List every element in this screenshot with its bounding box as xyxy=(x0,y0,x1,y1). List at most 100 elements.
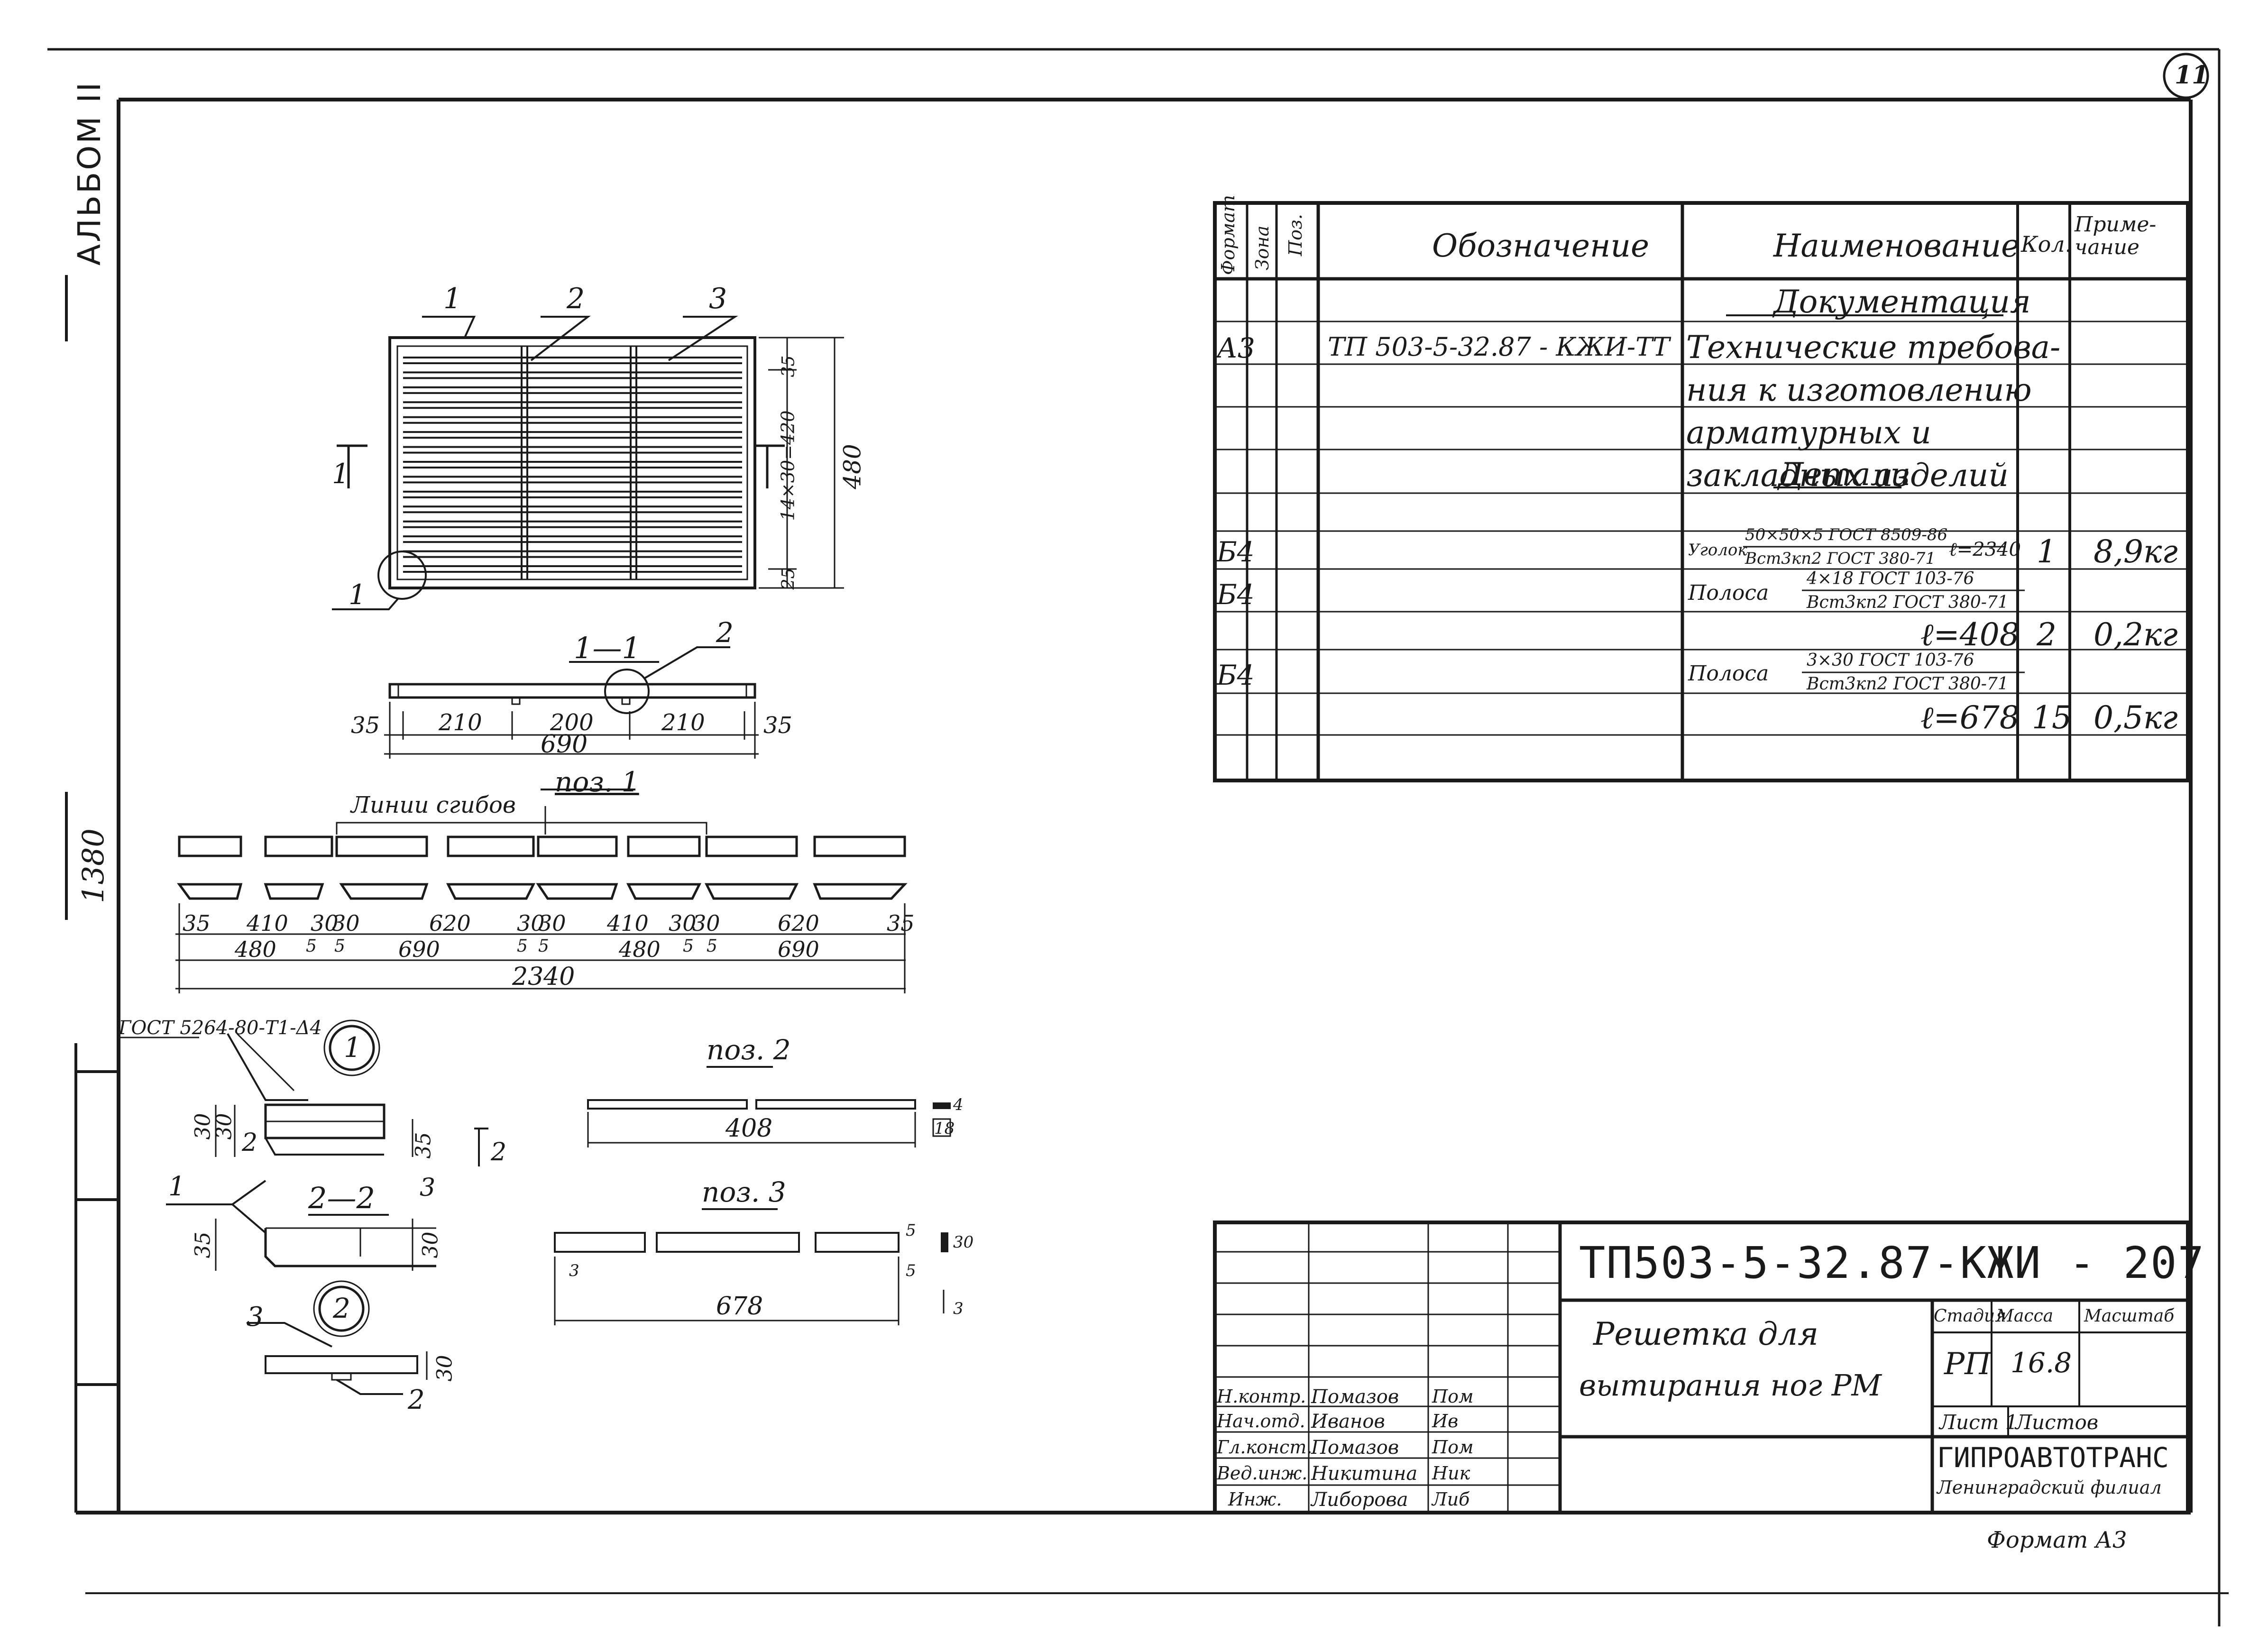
row-3-name: Полоса xyxy=(1688,661,1769,686)
doc-format: А3 xyxy=(1217,332,1255,364)
plan-section-mark: 1 xyxy=(332,458,349,490)
mass-value: 16.8 xyxy=(2011,1347,2072,1379)
plan-leader-2: 2 xyxy=(567,282,585,315)
row-1-qty: 1 xyxy=(2037,533,2057,570)
section-2-2-title: 2—2 xyxy=(308,1181,375,1215)
pos1-bend-label: Линии сгибов xyxy=(351,792,516,818)
side-number: 1380 xyxy=(76,828,110,903)
format-label: Формат А3 xyxy=(1987,1527,2127,1553)
section-1-1-leader: 2 xyxy=(716,616,734,649)
detail-2-leader-3: 3 xyxy=(247,1302,264,1332)
col-name-header: Наименование xyxy=(1773,228,2020,264)
sign-sig-1: Пом xyxy=(1432,1386,1474,1407)
detail-1-section-mark-right: 2 xyxy=(491,1138,507,1166)
sheet-label: Лист 1 xyxy=(1939,1411,2018,1434)
detail-2-circle-number: 2 xyxy=(333,1292,350,1324)
plan-dim-mid: 14×30=420 xyxy=(777,410,799,521)
mass-label: Масса xyxy=(1996,1306,2054,1326)
pos3-dim-3: 3 xyxy=(569,1261,579,1280)
sign-role-4: Вед.инж. xyxy=(1217,1463,1308,1484)
pos1-dim-row2-3: 5 xyxy=(334,936,345,956)
plan-dim-bottom: 25 xyxy=(779,568,799,590)
sign-sig-4: Ник xyxy=(1432,1463,1470,1484)
pos2-dim-width: 18 xyxy=(934,1119,955,1138)
plan-dim-top: 35 xyxy=(779,355,799,377)
sign-name-4: Никитина xyxy=(1311,1463,1418,1485)
section-1-1-dim-5: 35 xyxy=(763,712,793,739)
sign-name-3: Помазов xyxy=(1311,1437,1399,1459)
pos1-dim-row1-6: 30 xyxy=(517,910,545,936)
row-2-spec-bottom: Вст3кп2 ГОСТ 380-71 xyxy=(1807,593,2009,612)
pos3-dim-4: 30 xyxy=(953,1233,974,1252)
pos1-title: поз. 1 xyxy=(555,766,639,798)
stage-value: РП xyxy=(1944,1347,1991,1382)
plan-detail-mark: 1 xyxy=(349,578,366,611)
row-2-note: 0,2кг xyxy=(2094,616,2178,653)
pos1-dim-row2-9: 5 xyxy=(707,936,717,956)
pos3-dim-5: 3 xyxy=(953,1299,964,1318)
detail-1-leader-1: 1 xyxy=(168,1171,185,1202)
row-2-name: Полоса xyxy=(1688,581,1769,605)
detail-1-dim-2: 30 xyxy=(212,1113,237,1140)
scale-label: Масштаб xyxy=(2084,1306,2175,1326)
pos1-dim-row1-9: 30 xyxy=(669,910,697,936)
pos1-dim-row1-7: 30 xyxy=(538,910,566,936)
section-docs: Документация xyxy=(1773,284,2031,320)
stage-label: Стадия xyxy=(1934,1306,2006,1326)
row-3-qty: 15 xyxy=(2032,699,2072,736)
doc-name-line-2: ния к изготовлению xyxy=(1686,372,2032,408)
pos1-dim-row2-1: 480 xyxy=(235,936,276,962)
col-qty-header: Кол. xyxy=(2021,231,2072,257)
section-details: Детали xyxy=(1778,456,1911,493)
pos1-dim-row2-5: 5 xyxy=(517,936,528,956)
doc-name-line-1: Технические требова- xyxy=(1686,329,2061,366)
pos1-dim-row1-4: 30 xyxy=(332,910,360,936)
sign-role-3: Гл.конст. xyxy=(1217,1437,1313,1458)
plan-view-drawing xyxy=(332,316,844,610)
pos2-dim-thickness: 4 xyxy=(953,1095,964,1114)
detail-1-dim-4: 35 xyxy=(191,1231,215,1258)
row-2-format: Б4 xyxy=(1217,578,1255,611)
pos3-dim-2: 5 xyxy=(906,1261,916,1280)
sign-sig-5: Либ xyxy=(1432,1489,1470,1510)
organization-branch: Ленинградский филиал xyxy=(1937,1477,2162,1498)
pos1-dim-row1-1: 35 xyxy=(183,910,211,936)
col-note-header: Приме-чание xyxy=(2075,212,2157,259)
pos1-dim-row1-11: 620 xyxy=(778,910,819,936)
row-1-spec-top: 50×50×5 ГОСТ 8509-86 xyxy=(1745,525,1948,544)
section-1-1-dim-4: 210 xyxy=(661,709,705,736)
detail-1-dim-1: 30 xyxy=(191,1113,215,1140)
pos2-length: 408 xyxy=(725,1114,773,1143)
sign-role-5: Инж. xyxy=(1228,1489,1282,1510)
section-1-1-total: 690 xyxy=(541,730,588,759)
row-2-qty: 2 xyxy=(2037,616,2057,653)
row-3-note: 0,5кг xyxy=(2094,699,2178,736)
row-3-format: Б4 xyxy=(1217,659,1255,691)
pos1-dim-row1-12: 35 xyxy=(887,910,915,936)
pos1-dim-row1-2: 410 xyxy=(247,910,288,936)
col-format-header: Формат xyxy=(1218,195,1239,275)
pos1-dim-row2-6: 5 xyxy=(538,936,549,956)
row-1-spec-bottom: Вст3кп2 ГОСТ 380-71 xyxy=(1745,549,1936,568)
row-3-length: ℓ=678 xyxy=(1920,699,2020,736)
drawing-title-line-1: Решетка для xyxy=(1593,1316,1818,1352)
sheets-label: Листов xyxy=(2015,1411,2099,1434)
pos1-total: 2340 xyxy=(512,963,575,991)
doc-designation: ТП 503-5-32.87 - КЖИ-ТТ xyxy=(1328,332,1670,362)
plan-leader-3: 3 xyxy=(709,282,727,315)
pos3-dim-1: 5 xyxy=(906,1221,916,1240)
col-zone-header: Зона xyxy=(1252,225,1273,270)
detail-1-leader-3: 3 xyxy=(420,1174,436,1202)
detail-1-gost: ГОСТ 5264-80-Т1-Δ4 xyxy=(119,1017,322,1039)
sign-name-2: Иванов xyxy=(1311,1411,1385,1432)
row-2-length: ℓ=408 xyxy=(1920,616,2020,653)
row-1-format: Б4 xyxy=(1217,536,1255,568)
doc-name-line-3: арматурных и xyxy=(1686,414,1931,451)
section-1-1-title: 1—1 xyxy=(574,631,641,665)
row-2-spec-top: 4×18 ГОСТ 103-76 xyxy=(1807,569,1974,588)
detail-1-section-mark-left: 2 xyxy=(242,1129,258,1157)
detail-1-dim-5: 30 xyxy=(418,1231,443,1258)
page-number: 11 xyxy=(2175,61,2209,90)
sign-role-2: Нач.отд. xyxy=(1217,1411,1305,1432)
